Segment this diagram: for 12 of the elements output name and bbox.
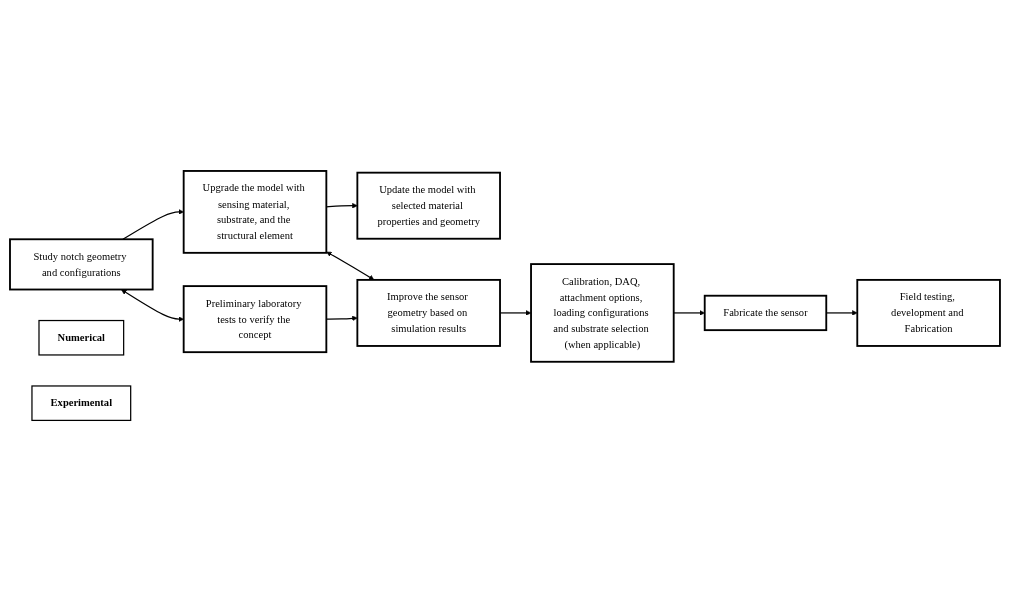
node-box: Calibration, DAQ, attachment options, loading configurations and substrate selection (when applicable) <box>529 263 675 363</box>
node-box: Improve the sensor geometry based on simulation results <box>355 279 501 348</box>
node-box: Preliminary laboratory tests to verify the concept <box>182 285 327 354</box>
node-box: Study notch geometry and configurations <box>8 238 154 291</box>
node-box: Update the model with selected material properties and geometry <box>355 172 501 240</box>
node-box: Field testing, development and Fabrication <box>855 279 1001 348</box>
arrow <box>120 289 184 323</box>
node-box: Experimental <box>30 385 131 422</box>
arrow <box>325 251 374 281</box>
node-box: Upgrade the model with sensing material, substrate, and the structural element <box>182 170 327 255</box>
node-box: Fabricate the sensor <box>703 295 827 332</box>
node-box: Numerical <box>37 320 124 356</box>
